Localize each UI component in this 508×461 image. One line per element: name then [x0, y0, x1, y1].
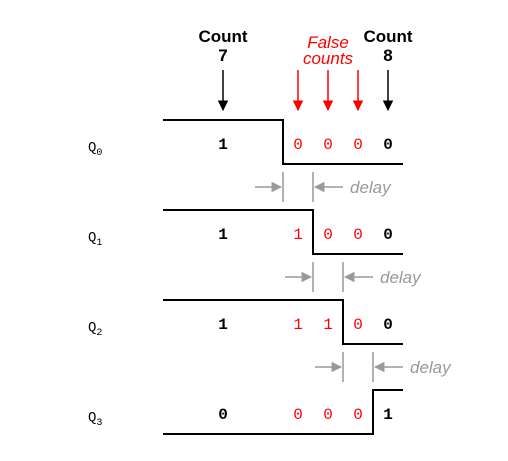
delay-marker-2: delay: [285, 262, 422, 292]
q3-bit-count8: 1: [383, 406, 393, 424]
q3-bit-false3: 0: [353, 406, 363, 424]
count7-title: Count: [198, 27, 247, 46]
q3-bit-false2: 0: [323, 406, 333, 424]
q0-bit-count7: 1: [218, 136, 228, 154]
q2-bit-count7: 1: [218, 316, 228, 334]
q2-label: Q2: [88, 320, 102, 339]
delay-label-1: delay: [350, 178, 392, 197]
q1-bit-count7: 1: [218, 226, 228, 244]
q1-waveform: [163, 209, 403, 255]
q1-bit-false1: 1: [293, 226, 303, 244]
q3-waveform: [163, 389, 403, 435]
count8-title: Count: [363, 27, 412, 46]
q2-bit-false1: 1: [293, 316, 303, 334]
q0-bit-false3: 0: [353, 136, 363, 154]
q2-bit-false2: 1: [323, 316, 333, 334]
q0-bit-false2: 0: [323, 136, 333, 154]
q2-bit-count8: 0: [383, 316, 393, 334]
q0-waveform: [163, 119, 403, 165]
q3-bit-count7: 0: [218, 406, 228, 424]
delay-label-2: delay: [380, 268, 422, 287]
q3-bit-false1: 0: [293, 406, 303, 424]
false-counts-line1: False: [307, 33, 349, 52]
q0-bit-false1: 0: [293, 136, 303, 154]
delay-marker-1: delay: [255, 172, 392, 202]
q1-bit-false2: 0: [323, 226, 333, 244]
q2-waveform: [163, 299, 403, 345]
q1-bit-false3: 0: [353, 226, 363, 244]
delay-marker-3: delay: [315, 352, 452, 382]
false-counts-line2: counts: [303, 49, 354, 68]
q3-label: Q3: [88, 410, 102, 429]
count7-value: 7: [218, 46, 227, 65]
q1-bit-count8: 0: [383, 226, 393, 244]
delay-label-3: delay: [410, 358, 452, 377]
q0-label: Q0: [88, 140, 102, 159]
count8-value: 8: [383, 46, 392, 65]
q1-label: Q1: [88, 230, 102, 249]
q2-bit-false3: 0: [353, 316, 363, 334]
q0-bit-count8: 0: [383, 136, 393, 154]
